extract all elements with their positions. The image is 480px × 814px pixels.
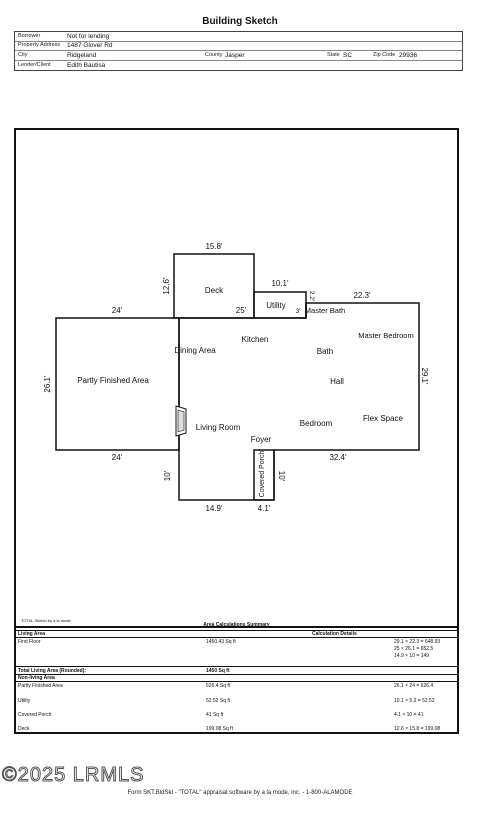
dim-deck-top: 15.8' [205,242,223,251]
room-label-deck: Deck [205,286,224,295]
page-title: Building Sketch [202,16,278,27]
state-value: SC [343,52,353,59]
first-floor-value: 1450.43 Sq ft [206,639,236,645]
dim-bottom-right: 32.4' [329,453,347,462]
nonliving-header: Non-living Area [18,675,55,681]
sketch-frame [14,128,459,734]
county-label: County [205,52,223,58]
city-value: Ridgeland [67,52,97,59]
room-label-living-room: Living Room [196,423,241,432]
borrower-label: Borrower [18,33,41,39]
city-row: City Ridgeland County Jasper State SC Zi… [15,51,462,61]
fireplace [175,405,187,437]
nonliving-calc: 12.6 × 15.8 = 199.08 [394,726,441,732]
dim-bottom-left: 14.9' [205,504,223,513]
address-row: Property Address 1487 Glover Rd [15,41,462,51]
borrower-row: Borrower Not for lending [15,32,462,42]
room-label-dining: Dining Area [174,346,216,355]
dim-porch-right: 10' [277,471,286,482]
address-label: Property Address [18,42,61,48]
dim-left-bottom: 24' [112,453,123,462]
room-label-master-bath: Master Bath [305,306,345,315]
zip-value: 29936 [399,52,418,59]
sketch-software-note: TOTAL Sketch by a la mode [21,618,72,623]
dim-right-side: 29.1' [420,367,429,385]
living-area-header: Living Area [18,631,46,637]
lender-value: Edith Bautisa [67,62,106,69]
first-floor-calc-3: 14.9 × 10 = 149 [394,653,430,659]
borrower-value: Not for lending [67,33,110,40]
room-label-covered-porch: Covered Porch [259,451,266,498]
total-living-value: 1450 Sq ft [206,668,230,674]
nonliving-label: Partly Finished Area [18,683,63,689]
state-label: State [327,52,340,58]
nonliving-label: Covered Porch [18,712,52,718]
address-value: 1487 Glover Rd [67,42,113,49]
first-floor-label: First Floor [18,639,41,645]
dim-porch-left: 10' [163,470,172,481]
city-label: City [18,52,28,58]
first-floor-calc-1: 29.1 × 22.3 = 648.93 [394,639,441,645]
calc-divider [14,630,459,631]
dim-utility-top: 10.1' [271,279,289,288]
calc-title: Area Calculations Summary [203,622,270,628]
room-label-utility: Utility [266,301,286,310]
nonliving-label: Deck [18,726,30,732]
dim-deck-bottom: 25' [236,306,247,315]
dim-right-top: 22.3' [353,291,371,300]
dim-deck-left: 12.6' [162,277,171,295]
calc-divider [14,637,459,638]
nonliving-value: 52.52 Sq ft [206,698,231,704]
nonliving-calc: 10.1 × 5.2 = 52.52 [394,698,435,704]
nonliving-calc: 26.1 × 24 = 626.4 [394,683,434,689]
room-label-foyer: Foyer [251,435,272,444]
dim-left-side: 26.1' [43,375,52,393]
nonliving-calc: 4.1 × 10 = 41 [394,712,424,718]
calc-details-header: Calculation Details [312,631,357,637]
calc-divider [14,674,459,675]
property-info-table: Borrower Not for lending Property Addres… [14,31,463,71]
lender-row: Lender/Client Edith Bautisa [15,61,462,70]
footer-text: Form SKT.BldSkI - "TOTAL" appraisal soft… [127,790,353,796]
zip-label: Zip Code [373,52,396,58]
dim-left-top: 24' [112,306,123,315]
county-value: Jasper [225,52,245,59]
watermark: ©2025 LRMLS [1,764,145,787]
room-label-partly-finished: Partly Finished Area [77,376,149,385]
total-living-label: Total Living Area (Rounded): [18,668,87,674]
room-label-kitchen: Kitchen [242,335,269,344]
room-label-hall: Hall [330,377,344,386]
covered-porch-outline [253,449,275,501]
dim-porch-bottom: 4.1' [258,504,271,513]
nonliving-value: 41 Sq ft [206,712,224,718]
room-label-bath: Bath [317,347,333,356]
first-floor-calc-2: 25 × 26.1 = 652.5 [394,646,434,652]
nonliving-label: Utility [18,698,31,704]
calc-divider [14,666,459,667]
floor-plan: Deck Utility Kitchen Dining Area Bath Ha… [21,242,429,623]
room-label-master-bedroom: Master Bedroom [358,331,413,340]
nonliving-value: 626.4 Sq ft [206,683,231,689]
lender-label: Lender/Client [18,62,51,68]
nonliving-value: 199.08 Sq ft [206,726,233,732]
dim-utility-right: 2.2' [308,291,315,301]
room-label-bedroom: Bedroom [300,419,333,428]
area-calculations-summary: Area Calculations Summary Living Area Ca… [14,622,459,736]
room-label-flex-space: Flex Space [363,414,404,423]
dim-utility-small: 3' [296,308,301,315]
calc-divider [14,681,459,682]
